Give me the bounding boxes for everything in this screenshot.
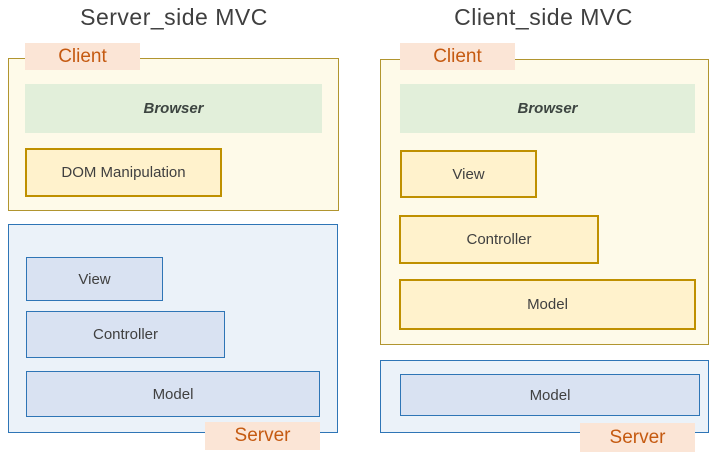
- left-view-box: View: [26, 257, 163, 301]
- left-controller-label: Controller: [92, 326, 159, 343]
- left-model-label: Model: [152, 385, 194, 403]
- right-controller-label: Controller: [466, 231, 532, 248]
- right-client-model-box: Model: [399, 279, 696, 330]
- right-view-box: View: [400, 150, 537, 198]
- left-dom-manipulation-box: DOM Manipulation: [25, 148, 222, 197]
- right-browser-box: Browser: [400, 84, 695, 133]
- left-client-badge: Client: [25, 43, 140, 70]
- right-server-badge: Server: [580, 423, 695, 452]
- left-browser-label: Browser: [143, 100, 204, 117]
- right-server-model-box: Model: [400, 374, 700, 416]
- left-view-label: View: [78, 270, 111, 288]
- server-side-mvc-title: Server_side MVC: [80, 4, 268, 30]
- client-side-mvc-title: Client_side MVC: [454, 4, 633, 30]
- left-dom-manipulation-label: DOM Manipulation: [61, 164, 186, 181]
- right-controller-box: Controller: [399, 215, 599, 264]
- left-server-badge: Server: [205, 422, 320, 450]
- right-browser-label: Browser: [517, 100, 578, 117]
- right-client-model-label: Model: [527, 296, 568, 313]
- left-model-box: Model: [26, 371, 320, 417]
- right-server-model-label: Model: [529, 386, 571, 404]
- left-browser-box: Browser: [25, 84, 322, 133]
- left-controller-box: Controller: [26, 311, 225, 358]
- right-client-badge: Client: [400, 43, 515, 70]
- right-view-label: View: [452, 165, 485, 183]
